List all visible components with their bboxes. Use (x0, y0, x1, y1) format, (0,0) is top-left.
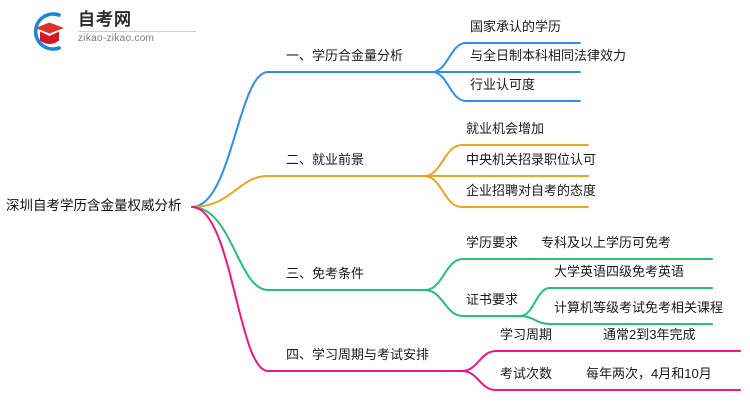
branch-3-child-1-sub-1-label[interactable]: 专科及以上学历可免考 (541, 235, 672, 250)
branch-1-child-1-label[interactable]: 国家承认的学历 (470, 19, 562, 34)
logo-divider (78, 31, 196, 32)
root-node-label[interactable]: 深圳自考学历含金量权威分析 (6, 198, 182, 213)
branch-1-label[interactable]: 一、学历合金量分析 (286, 48, 404, 63)
graduation-cap-icon (28, 10, 72, 52)
branch-4-child-2-label[interactable]: 考试次数 (500, 366, 553, 381)
branch-2-label[interactable]: 二、就业前景 (286, 152, 365, 167)
branch-3-child-2-sub-1-label[interactable]: 大学英语四级免考英语 (554, 264, 685, 279)
branch-3-child-2-label[interactable]: 证书要求 (466, 292, 519, 307)
branch-4-child-1-label[interactable]: 学习周期 (500, 327, 553, 342)
logo-url: zikao-zikao.com (78, 33, 155, 44)
branch-4-child-1-sub-1-label[interactable]: 通常2到3年完成 (603, 327, 696, 342)
logo-text: 自考网 zikao-zikao.com (78, 10, 198, 45)
branch-4-child-2-sub-1-label[interactable]: 每年两次，4月和10月 (586, 366, 712, 381)
branch-2-connectors (191, 144, 589, 208)
branch-3-label[interactable]: 三、免考条件 (286, 266, 365, 281)
branch-4-connectors (191, 206, 741, 391)
branch-4-label[interactable]: 四、学习周期与考试安排 (286, 347, 430, 362)
branch-1-child-2-label[interactable]: 与全日制本科相同法律效力 (470, 48, 627, 63)
branch-3-child-2-sub-2-label[interactable]: 计算机等级考试免考相关课程 (554, 300, 724, 315)
branch-2-child-2-label[interactable]: 中央机关招录职位认可 (466, 152, 597, 167)
branch-3-connectors (191, 206, 713, 325)
branch-3-child-1-label[interactable]: 学历要求 (466, 235, 519, 250)
branch-1-child-3-label[interactable]: 行业认可度 (470, 77, 536, 92)
site-logo: 自考网 zikao-zikao.com (28, 8, 198, 54)
branch-1-connectors (191, 42, 581, 208)
logo-title: 自考网 (78, 10, 132, 29)
branch-2-child-3-label[interactable]: 企业招聘对自考的态度 (466, 183, 597, 198)
branch-2-child-1-label[interactable]: 就业机会增加 (466, 121, 545, 136)
